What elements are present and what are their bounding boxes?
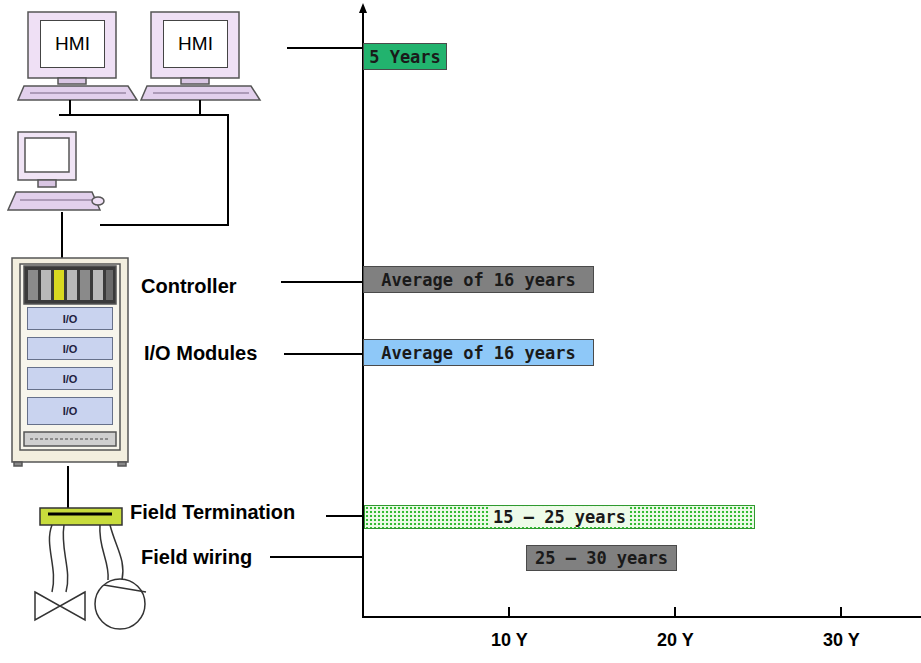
box-text: I/O xyxy=(63,373,78,385)
axis-tick-label: 20 Y xyxy=(657,630,694,651)
network-wire-part xyxy=(59,114,229,116)
leader-lines-part xyxy=(284,353,363,355)
hmi-computer-part xyxy=(58,78,86,84)
axis-arrowhead xyxy=(359,3,367,13)
box-text: I/O xyxy=(63,343,78,355)
hmi-computer xyxy=(18,12,137,100)
leader-lines-part xyxy=(281,281,363,283)
leader-lines xyxy=(270,48,363,557)
hmi-computer-part xyxy=(30,92,126,94)
time-axis-part xyxy=(674,607,676,617)
box-text: HMI xyxy=(178,33,213,55)
time-axis-part xyxy=(840,607,842,617)
cabinet-part xyxy=(93,270,103,300)
cabinet-part xyxy=(118,462,126,466)
box-text: Average of 16 years xyxy=(381,270,575,290)
cabinet-part xyxy=(106,270,113,300)
part-name: Controller xyxy=(141,275,237,298)
valve-symbol-part xyxy=(60,592,85,620)
pump-symbol xyxy=(95,579,146,629)
terminal-strip xyxy=(40,508,122,525)
box-text: HMI xyxy=(55,33,90,55)
hmi-computer-part xyxy=(141,86,260,100)
axis-tick-label: 10 Y xyxy=(491,630,528,651)
cabinet-part xyxy=(14,462,22,466)
leader-lines-part xyxy=(326,515,363,517)
workstation-part xyxy=(18,132,76,180)
network-wire-part xyxy=(199,100,201,115)
cabinet xyxy=(12,258,128,466)
box-text: 5 Years xyxy=(369,47,441,67)
hmi-computer-part xyxy=(181,78,209,84)
box-text: I/O xyxy=(63,313,78,325)
hmi-screen: HMI xyxy=(163,20,228,68)
lifetime-bar: 15 – 25 years xyxy=(364,505,755,529)
workstation-part xyxy=(20,199,92,201)
network-wire-part xyxy=(100,224,229,226)
box-text: Average of 16 years xyxy=(381,343,575,363)
network-wire-part xyxy=(61,212,63,258)
lifetime-bar: Average of 16 years xyxy=(363,339,594,366)
cabinet-part xyxy=(30,438,110,440)
valve-symbol xyxy=(35,592,85,620)
io-module: I/O xyxy=(27,337,113,360)
cabinet-part xyxy=(24,432,116,446)
lifetime-bar: Average of 16 years xyxy=(363,266,594,293)
pump-symbol-part xyxy=(104,585,146,592)
field-wires-part xyxy=(110,525,123,580)
terminal-strip-part xyxy=(48,513,112,516)
valve-symbol-part xyxy=(35,592,60,620)
hmi-computer-part xyxy=(153,92,249,94)
axis-tick-label: 30 Y xyxy=(823,630,860,651)
cabinet-part xyxy=(80,270,90,300)
box-text: 25 – 30 years xyxy=(535,548,668,568)
part-name: I/O Modules xyxy=(144,342,257,365)
box-text: I/O xyxy=(63,405,78,417)
leader-lines-part xyxy=(287,47,363,49)
cabinet-part xyxy=(24,266,116,304)
time-axis xyxy=(362,10,921,618)
network-wire-part xyxy=(227,115,229,226)
cabinet-part xyxy=(67,270,77,300)
cabinet-part xyxy=(12,258,128,462)
cabinet-part xyxy=(20,264,120,450)
io-module: I/O xyxy=(27,397,113,425)
hmi-computer-part xyxy=(151,12,239,78)
field-wires-part xyxy=(63,525,68,592)
leader-lines-part xyxy=(270,556,363,558)
cabinet-part xyxy=(28,270,38,300)
terminal-strip-part xyxy=(40,508,122,525)
hmi-computer-part xyxy=(28,12,116,78)
lifetime-bar: 25 – 30 years xyxy=(526,545,677,571)
cabinet-part xyxy=(41,270,51,300)
workstation-part xyxy=(8,192,100,210)
part-name: Field Termination xyxy=(130,501,295,524)
lifetime-bar: 5 Years xyxy=(363,43,447,70)
pump-symbol-part xyxy=(95,579,145,629)
io-module: I/O xyxy=(27,367,113,390)
hmi-computer xyxy=(141,12,260,100)
box-text: 15 – 25 years xyxy=(490,507,629,527)
workstation-part xyxy=(25,138,69,172)
io-module: I/O xyxy=(27,307,113,330)
workstation xyxy=(8,132,104,210)
workstation-part xyxy=(92,197,104,205)
workstation-part xyxy=(38,180,56,187)
hmi-computer-part xyxy=(18,86,137,100)
cabinet-part xyxy=(54,270,64,300)
network-wire-part xyxy=(69,100,71,115)
time-axis-part xyxy=(362,616,921,618)
network-wire xyxy=(59,100,229,258)
hmi-screen: HMI xyxy=(40,20,105,68)
field-wires-part xyxy=(100,525,108,580)
time-axis-part xyxy=(508,607,510,617)
part-name: Field wiring xyxy=(141,546,252,569)
field-cable xyxy=(67,466,69,508)
field-wires-part xyxy=(49,525,53,592)
